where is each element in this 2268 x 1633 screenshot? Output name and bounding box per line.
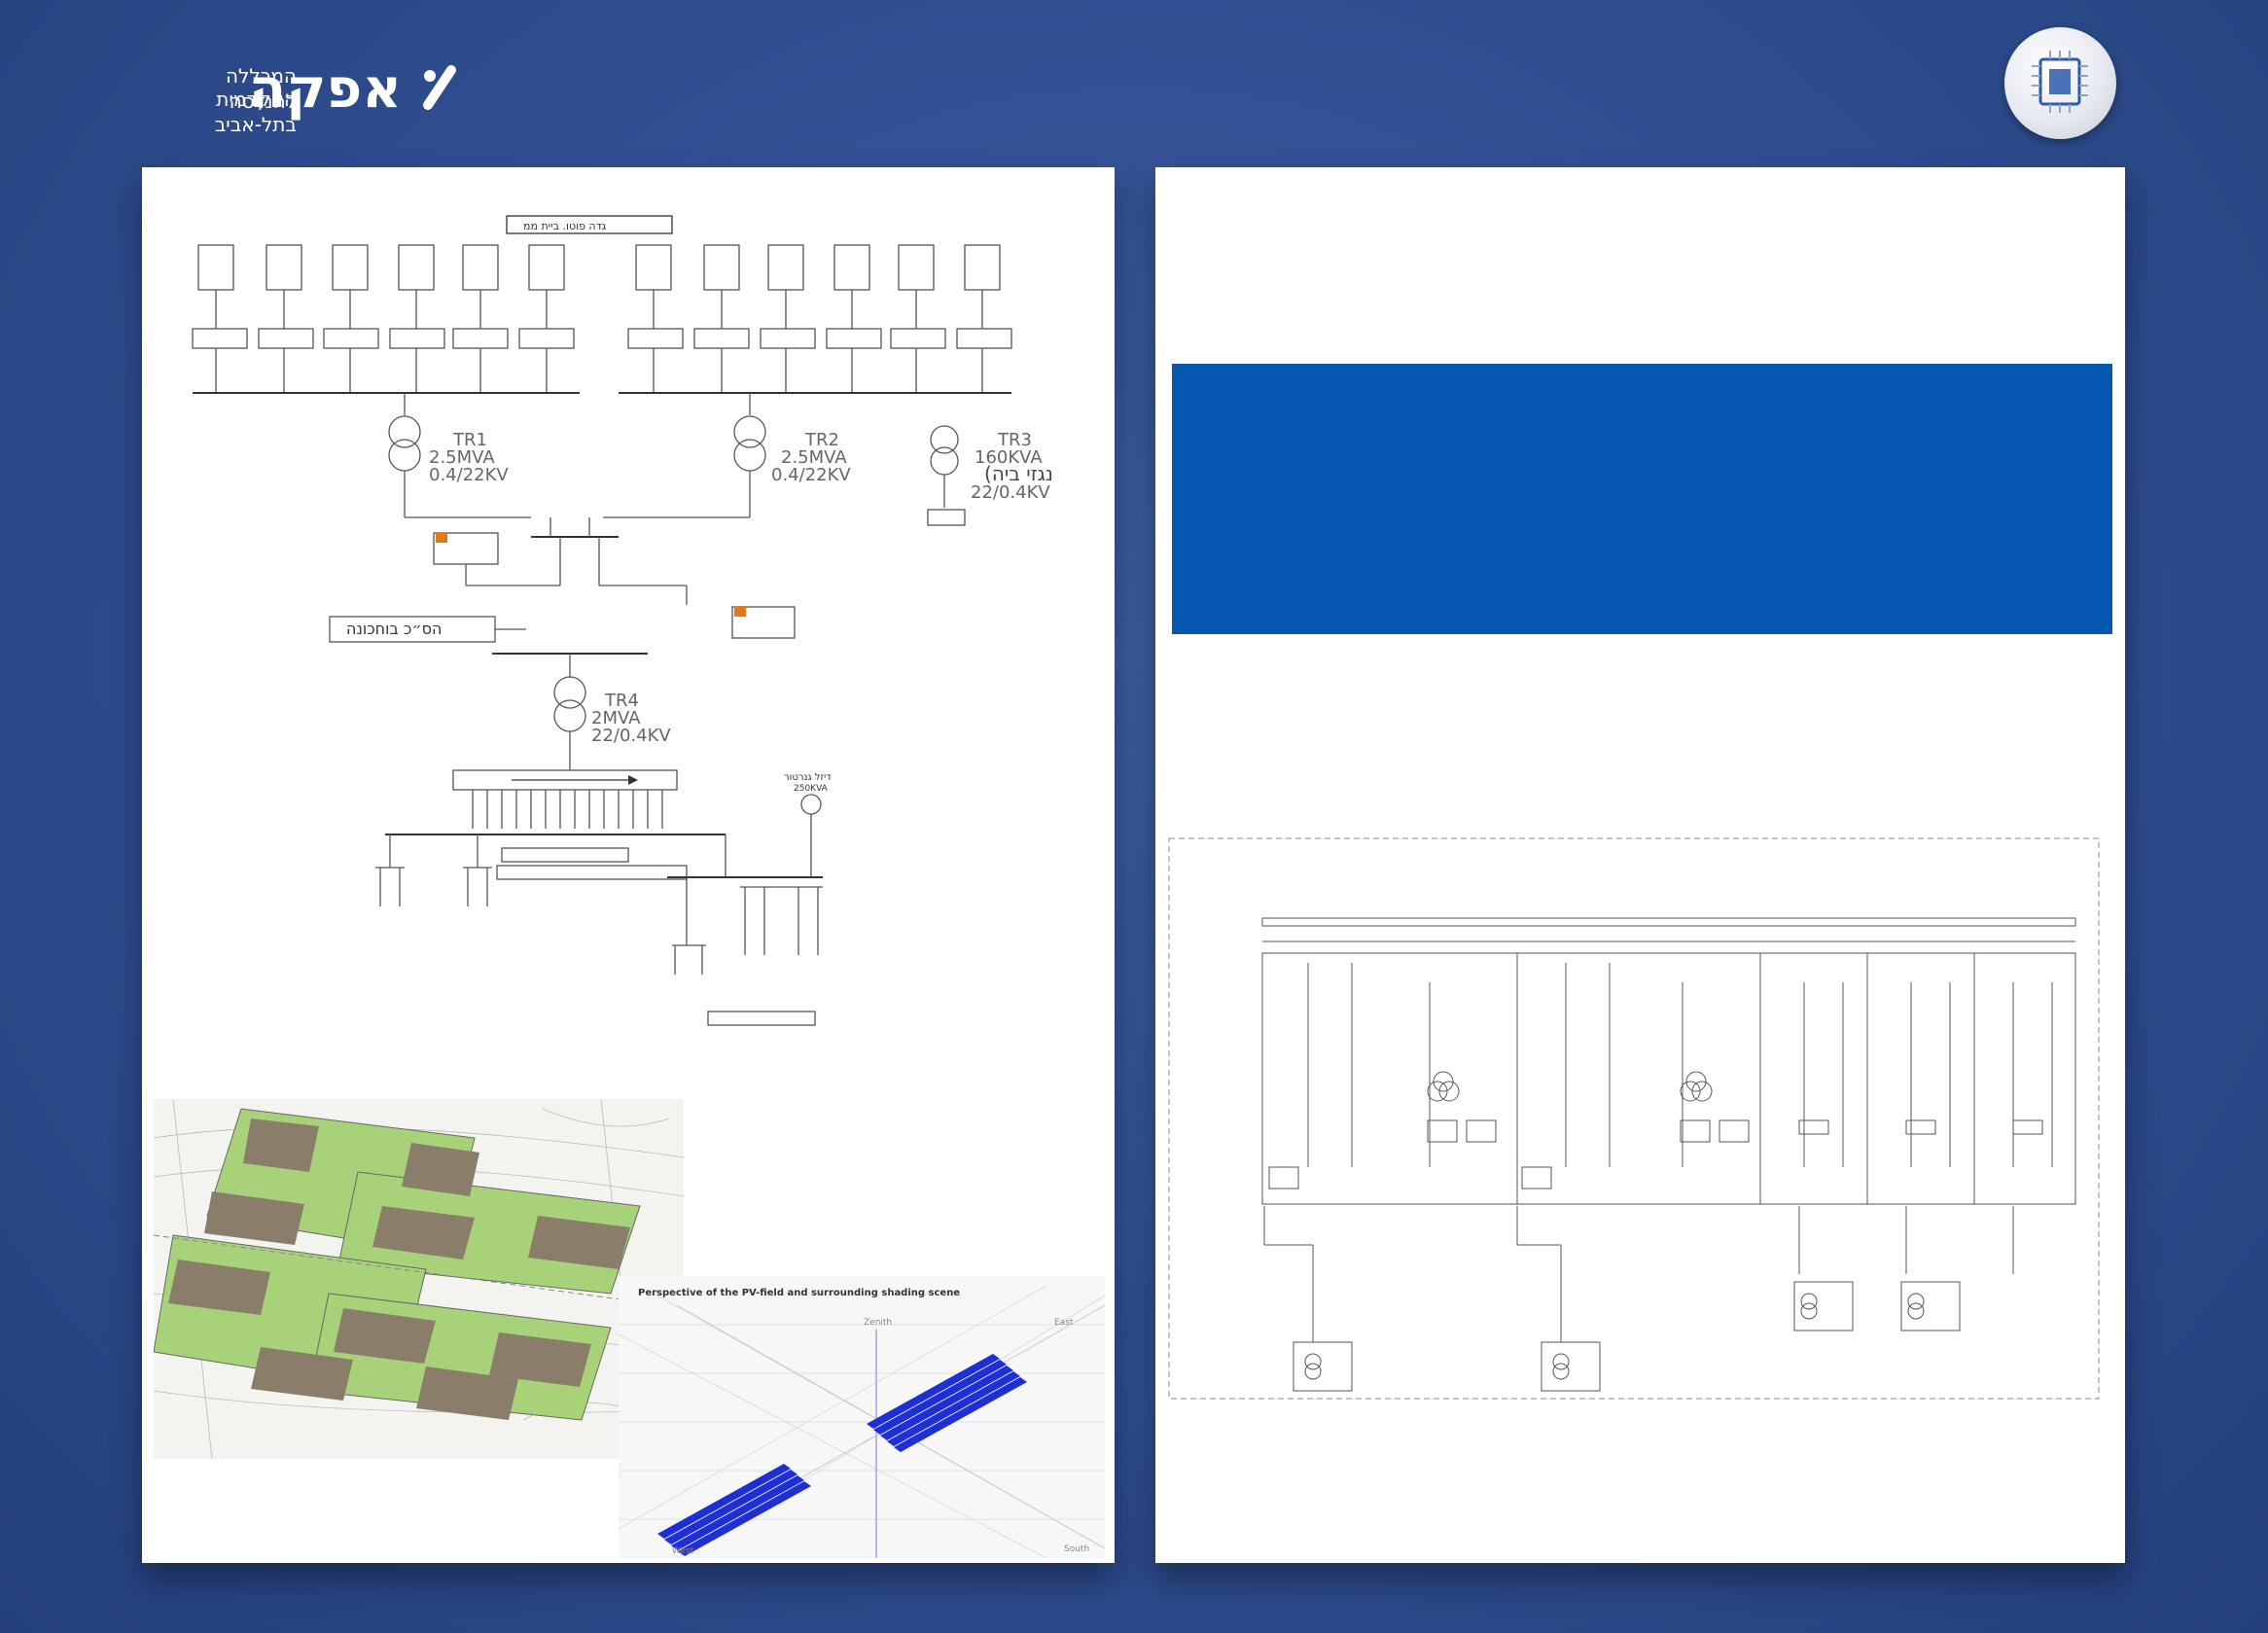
pv-scene-title: Perspective of the PV-field and surround…: [638, 1288, 960, 1298]
logo-line-2: להנדסה בתל-אביב: [214, 89, 297, 136]
logo-name: אפקה: [248, 57, 402, 121]
single-line-diagram: TR1 2.5MVA 0.4/22KV TR2 2.5MVA 0.4/22KV …: [192, 215, 1053, 1026]
diesel-label: דיזל גנרטור: [784, 772, 832, 783]
chip-icon: [2032, 51, 2088, 113]
left-panel: TR1 2.5MVA 0.4/22KV TR2 2.5MVA 0.4/22KV …: [142, 167, 1115, 1563]
tr2-voltage: 0.4/22KV: [771, 465, 851, 485]
tr4-rating: 2MVA: [591, 708, 641, 728]
south-label: South: [1064, 1544, 1089, 1554]
college-logo: אפקה המכללה האקדמית להנדסה בתל-אביב: [141, 56, 462, 136]
logo-symbol-icon: [423, 65, 456, 110]
switchgear-diagram: [1168, 837, 2100, 1400]
tr1-rating: 2.5MVA: [429, 447, 495, 468]
tr2-rating: 2.5MVA: [781, 447, 847, 468]
logo-line-1: המכללה האקדמית: [216, 64, 297, 111]
tr2-name: TR2: [804, 430, 839, 450]
tr1-voltage: 0.4/22KV: [429, 465, 509, 485]
tr3-rating: 160KVA: [975, 447, 1043, 468]
chip-badge: [2004, 27, 2116, 139]
tr3-note: (נגזי ביה: [984, 462, 1053, 485]
blue-highlight-box: [1172, 364, 2112, 634]
prepared-box-label: הס״כ בוחכונה: [346, 620, 442, 638]
diesel-rating: 250KVA: [794, 784, 829, 794]
tr3-name: TR3: [997, 430, 1032, 450]
pv-perspective: Perspective of the PV-field and surround…: [619, 1276, 1105, 1558]
tr4-voltage: 22/0.4KV: [591, 726, 671, 746]
zenith-label: Zenith: [864, 1318, 892, 1328]
diagram-title: גדה פוטו. ביית ממ: [523, 220, 607, 232]
site-plan: [154, 1099, 684, 1459]
west-label: West: [672, 1546, 694, 1556]
tr3-voltage: 22/0.4KV: [971, 482, 1050, 503]
east-label: East: [1054, 1318, 1074, 1328]
tr4-name: TR4: [604, 691, 639, 711]
tr1-name: TR1: [452, 430, 487, 450]
